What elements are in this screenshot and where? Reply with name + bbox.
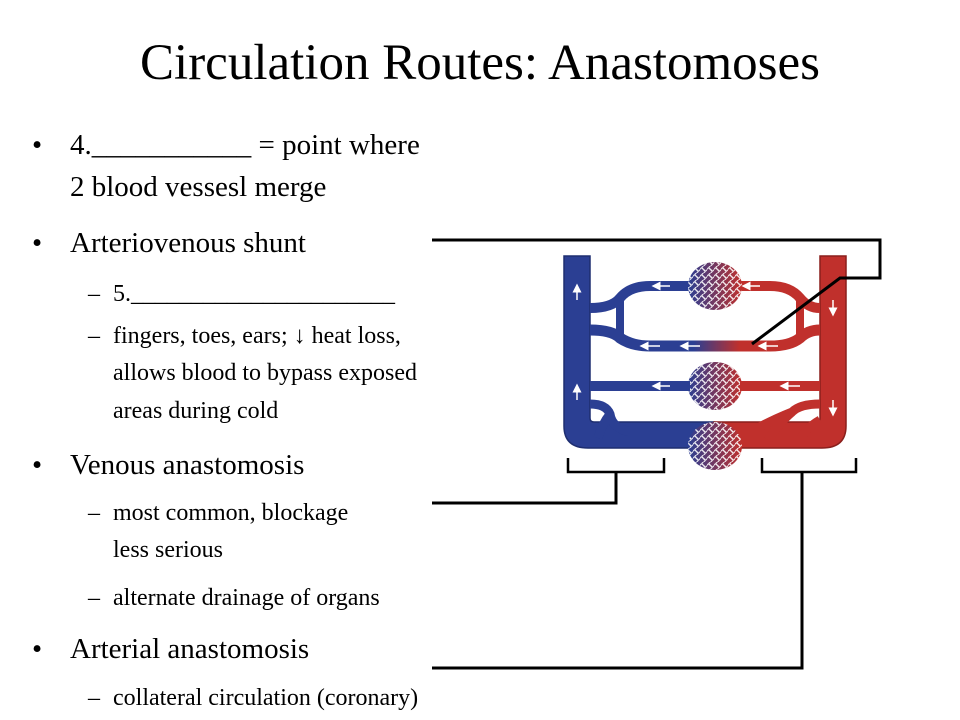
shunt-description-line2: allows blood to bypass exposed bbox=[113, 360, 417, 386]
bullet-marker: • bbox=[32, 633, 43, 665]
shunt-blank-line: 5.______________________ bbox=[113, 281, 395, 307]
venous-description-line2: less serious bbox=[113, 537, 223, 563]
dash-marker: – bbox=[88, 500, 100, 526]
collateral-circulation-text: collateral circulation (coronary) bbox=[113, 685, 419, 711]
slide-title: Circulation Routes: Anastomoses bbox=[140, 35, 820, 91]
anastomosis-definition-line2: 2 blood vessesl merge bbox=[70, 171, 327, 203]
upper-artery-branch bbox=[740, 281, 821, 313]
venous-drainage-text: alternate drainage of organs bbox=[113, 585, 380, 611]
arterial-anastomosis-branches bbox=[740, 399, 823, 443]
arterial-anastomosis-heading: Arterial anastomosis bbox=[70, 633, 310, 665]
bullet-marker: • bbox=[32, 129, 43, 161]
bullet-marker: • bbox=[32, 449, 43, 481]
venous-anastomosis-heading: Venous anastomosis bbox=[70, 449, 305, 481]
venous-leader-line bbox=[432, 472, 618, 505]
venous-bracket bbox=[566, 458, 666, 474]
shunt-description-line1: fingers, toes, ears; ↓ heat loss, bbox=[113, 323, 401, 349]
dash-marker: – bbox=[88, 281, 100, 307]
arteriovenous-shunt-heading: Arteriovenous shunt bbox=[70, 227, 306, 259]
bullet-marker: • bbox=[32, 227, 43, 259]
dash-marker: – bbox=[88, 585, 100, 611]
arterial-bracket bbox=[760, 458, 858, 474]
arterial-leader-line bbox=[432, 472, 804, 670]
dash-marker: – bbox=[88, 323, 100, 349]
flow-arrows bbox=[572, 281, 838, 417]
upper-vein-branch bbox=[589, 281, 690, 313]
av-shunt-vessel bbox=[589, 324, 821, 352]
dash-marker: – bbox=[88, 685, 100, 711]
anastomosis-definition-line1: 4.___________ = point where bbox=[70, 129, 420, 161]
shunt-leader-line bbox=[432, 238, 882, 346]
shunt-description-line3: areas during cold bbox=[113, 398, 279, 424]
venous-anastomosis-branches bbox=[589, 399, 690, 440]
venous-description-line1: most common, blockage bbox=[113, 500, 349, 526]
